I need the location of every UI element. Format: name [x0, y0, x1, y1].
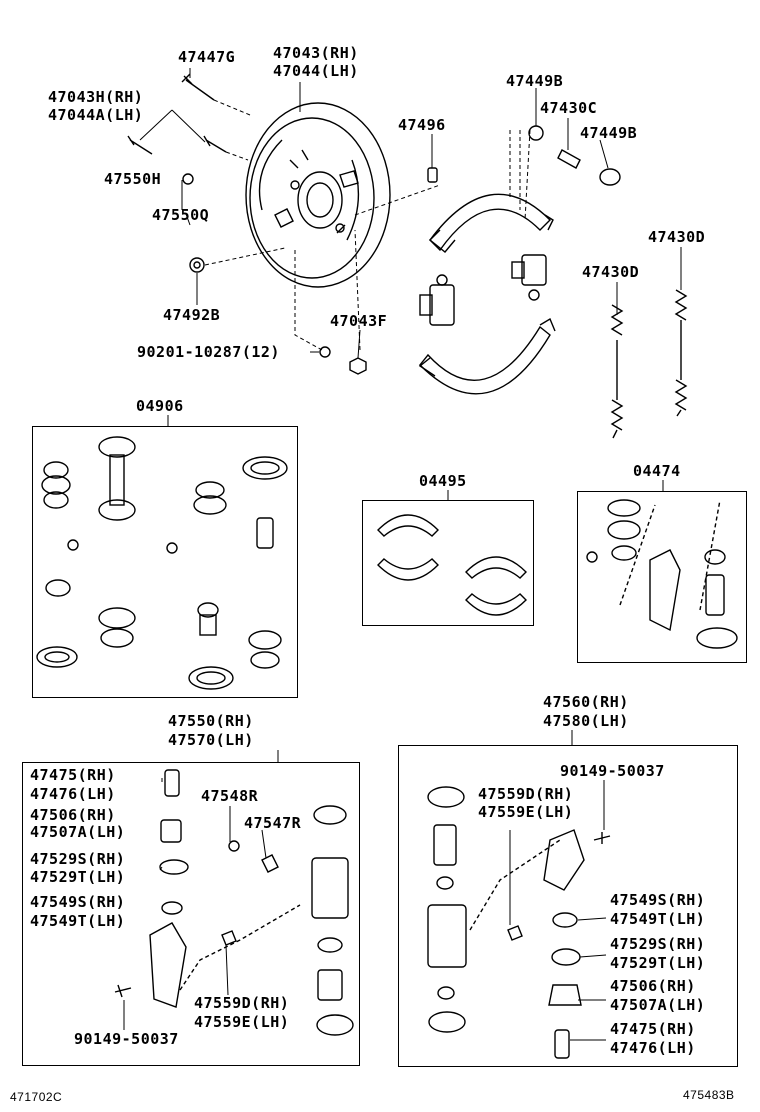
return-springs [610, 289, 688, 439]
label-47430D-left: 47430D [582, 263, 640, 281]
label-47506-rh-left: 47506(RH) [30, 806, 116, 824]
label-47549S-rh-left: 47549S(RH) [30, 893, 126, 911]
leader-lines [123, 68, 682, 1041]
label-47549S-rh-right: 47549S(RH) [610, 891, 706, 909]
label-47492B: 47492B [163, 306, 221, 324]
label-47475-rh-right: 47475(RH) [610, 1020, 696, 1038]
label-47549T-lh-left: 47549T(LH) [30, 912, 126, 930]
label-47529S-rh-right: 47529S(RH) [610, 935, 706, 953]
kit-04474-box [577, 491, 747, 663]
kit-04906-box [32, 426, 298, 698]
label-47449B-b: 47449B [580, 124, 638, 142]
label-47476-lh-left: 47476(LH) [30, 785, 116, 803]
label-47449B-a: 47449B [506, 72, 564, 90]
kit-04474-parts [586, 499, 738, 649]
label-47506-rh-right: 47506(RH) [610, 977, 696, 995]
label-90149-right: 90149-50037 [560, 762, 665, 780]
small-parts [427, 125, 621, 186]
label-47529T-lh-right: 47529T(LH) [610, 954, 706, 972]
wheel-cylinder-top [511, 254, 547, 301]
label-47548R: 47548R [201, 787, 259, 805]
label-47044A-lh: 47044A(LH) [48, 106, 144, 124]
label-47547R: 47547R [244, 814, 302, 832]
brake-shoe-lower [418, 317, 556, 395]
label-47496: 47496 [398, 116, 446, 134]
footer-code-left: 471702C [10, 1090, 63, 1104]
label-47570-lh: 47570(LH) [168, 731, 254, 749]
plate-bolts [127, 73, 367, 375]
label-47507A-lh-left: 47507A(LH) [30, 823, 126, 841]
guide-lines [204, 99, 531, 351]
kit-04495-parts [377, 514, 527, 616]
label-47529S-rh-left: 47529S(RH) [30, 850, 126, 868]
left-cylinder-box [22, 762, 360, 1066]
right-cylinder-box [398, 745, 738, 1067]
label-47580-lh: 47580(LH) [543, 712, 629, 730]
left-cylinder-parts [114, 769, 354, 1036]
label-47550H: 47550H [104, 170, 162, 188]
label-90201: 90201-10287(12) [137, 343, 280, 361]
backing-plate [245, 102, 391, 288]
label-47044-lh: 47044(LH) [273, 62, 359, 80]
label-90149-left: 90149-50037 [74, 1030, 179, 1048]
label-47550Q: 47550Q [152, 206, 210, 224]
label-04474: 04474 [633, 462, 681, 480]
label-47550-rh: 47550(RH) [168, 712, 254, 730]
label-47430D-right: 47430D [648, 228, 706, 246]
label-47043H-rh: 47043H(RH) [48, 88, 144, 106]
label-47560-rh: 47560(RH) [543, 693, 629, 711]
label-47559D-rh-right: 47559D(RH) [478, 785, 574, 803]
label-47476-lh-right: 47476(LH) [610, 1039, 696, 1057]
label-04906: 04906 [136, 397, 184, 415]
label-47529T-lh-left: 47529T(LH) [30, 868, 126, 886]
brake-shoe-upper [428, 193, 554, 253]
label-47507A-lh-right: 47507A(LH) [610, 996, 706, 1014]
label-47430C: 47430C [540, 99, 598, 117]
kit-04495-box [362, 500, 534, 626]
kit-04906-parts [36, 436, 288, 690]
label-47447G: 47447G [178, 48, 236, 66]
label-47043F: 47043F [330, 312, 388, 330]
label-47559D-rh-left: 47559D(RH) [194, 994, 290, 1012]
wheel-cylinder-mid [419, 274, 455, 326]
label-47549T-lh-right: 47549T(LH) [610, 910, 706, 928]
label-47043-rh: 47043(RH) [273, 44, 359, 62]
right-cylinder-parts [427, 786, 611, 1059]
label-04495: 04495 [419, 472, 467, 490]
label-47559E-lh-right: 47559E(LH) [478, 803, 574, 821]
label-47559E-lh-left: 47559E(LH) [194, 1013, 290, 1031]
label-47475-rh-left: 47475(RH) [30, 766, 116, 784]
footer-code-right: 475483B [683, 1088, 735, 1102]
